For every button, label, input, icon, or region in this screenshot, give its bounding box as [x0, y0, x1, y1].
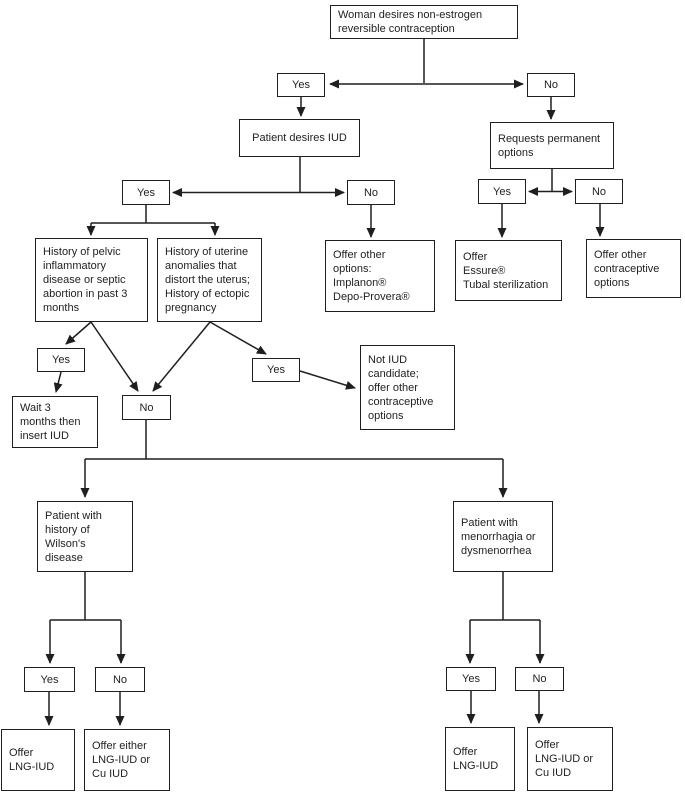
node-label: Yes: [493, 185, 511, 198]
node-label: No: [139, 401, 154, 414]
node-label: History of pelvic inflammatory disease o…: [43, 246, 128, 314]
node-label: Offer other options: Implanon® Depo-Prov…: [333, 249, 410, 303]
node-label: No: [532, 673, 547, 685]
node-label: Yes: [267, 364, 285, 376]
node-label: Patient with history of Wilson's disease: [45, 509, 102, 564]
node-no-1: No: [527, 73, 575, 97]
node-wilsons-disease: Patient with history of Wilson's disease: [37, 501, 133, 572]
node-label: Woman desires non-estrogen reversible co…: [338, 9, 483, 35]
node-no-4: No: [122, 395, 171, 420]
connector-uterine-to-yes: [209, 321, 267, 355]
node-label: Wait 3 months then insert IUD: [20, 402, 81, 442]
node-yes-4: Yes: [37, 348, 85, 372]
node-patient-desires-iud: Patient desires IUD: [239, 119, 360, 157]
node-label: Offer Essure® Tubal sterilization: [463, 250, 549, 291]
node-history-pid: History of pelvic inflammatory disease o…: [35, 238, 148, 322]
node-not-iud-candidate: Not IUD candidate; offer other contracep…: [360, 345, 455, 430]
node-label: History of uterine anomalies that distor…: [165, 246, 250, 314]
node-yes-5: Yes: [252, 358, 300, 382]
node-history-uterine-anomalies: History of uterine anomalies that distor…: [157, 238, 262, 322]
node-no-2: No: [347, 180, 395, 205]
node-yes-1: Yes: [277, 73, 325, 97]
node-label: No: [363, 186, 379, 199]
node-requests-permanent-options: Requests permanent options: [490, 122, 614, 169]
node-label: Offer other contraceptive options: [594, 248, 660, 289]
node-yes-3: Yes: [478, 179, 526, 204]
node-offer-lng-or-cu: Offer LNG-IUD or Cu IUD: [527, 727, 613, 791]
connector-uterine-to-no: [152, 321, 211, 392]
node-menorrhagia-dysmenorrhea: Patient with menorrhagia or dysmenorrhea: [453, 501, 553, 572]
node-label: Offer either LNG-IUD or Cu IUD: [92, 740, 151, 780]
node-label: Yes: [40, 673, 59, 686]
node-label: No: [591, 185, 607, 198]
node-label: Requests permanent options: [498, 132, 601, 159]
node-label: Offer LNG-IUD: [453, 746, 499, 772]
node-label: Not IUD candidate; offer other contracep…: [368, 353, 434, 422]
connector-yes5-to-not-candidate: [299, 370, 356, 390]
node-label: Offer LNG-IUD: [9, 747, 55, 773]
node-offer-lng-iud-right: Offer LNG-IUD: [445, 727, 515, 791]
node-wait-3-months: Wait 3 months then insert IUD: [12, 396, 98, 448]
node-label: Patient desires IUD: [252, 132, 347, 144]
node-offer-other-contraceptive: Offer other contraceptive options: [586, 239, 681, 298]
node-offer-either-lng-or-cu: Offer either LNG-IUD or Cu IUD: [84, 729, 170, 791]
node-label: Yes: [292, 79, 310, 91]
node-woman-desires-contraception: Woman desires non-estrogen reversible co…: [330, 5, 518, 39]
node-offer-other-options: Offer other options: Implanon® Depo-Prov…: [325, 240, 435, 312]
node-no-6: No: [95, 667, 145, 692]
node-label: Yes: [462, 673, 480, 685]
node-no-7: No: [515, 667, 564, 691]
node-label: Yes: [52, 354, 70, 366]
node-label: Yes: [137, 186, 155, 199]
node-offer-essure-sterilization: Offer Essure® Tubal sterilization: [455, 240, 562, 301]
node-no-3: No: [575, 179, 623, 204]
connector-pid-to-no: [90, 321, 139, 392]
node-label: No: [543, 79, 559, 91]
node-yes-6: Yes: [24, 667, 75, 692]
connector-yes4-to-wait: [53, 371, 63, 393]
node-yes-7: Yes: [446, 667, 496, 691]
node-offer-lng-iud-left: Offer LNG-IUD: [1, 729, 75, 791]
node-yes-2: Yes: [122, 180, 170, 205]
node-label: Patient with menorrhagia or dysmenorrhea: [461, 516, 536, 557]
node-label: No: [112, 673, 128, 686]
node-label: Offer LNG-IUD or Cu IUD: [535, 739, 594, 779]
connector-pid-to-yes: [65, 321, 92, 345]
